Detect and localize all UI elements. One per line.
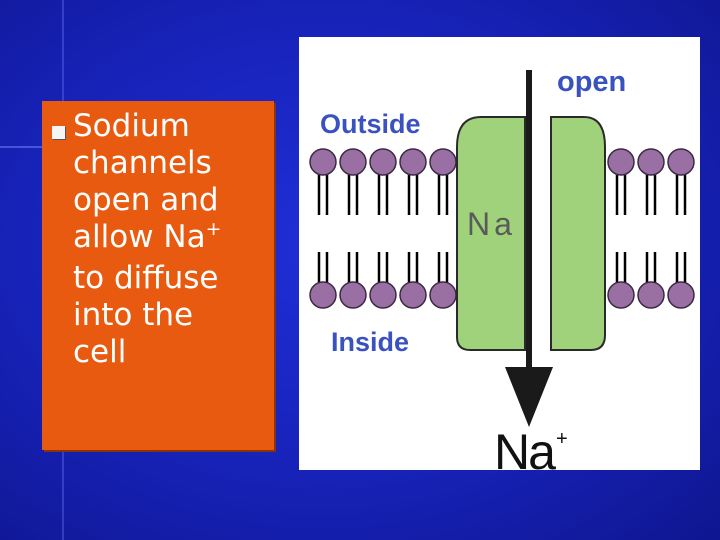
label-inside: Inside [331, 327, 409, 357]
membrane-tails [317, 170, 687, 289]
lipid-head [667, 148, 695, 176]
square-bullet-icon [52, 126, 65, 139]
bullet-line-7: cell [73, 334, 127, 370]
lipid-head [309, 148, 337, 176]
lipid-head [637, 148, 665, 176]
lipid-head [399, 281, 427, 309]
bullet-line-6: into the [73, 297, 194, 333]
lipid-head [309, 281, 337, 309]
lipid-head [607, 281, 635, 309]
label-open: open [557, 66, 626, 98]
lipid-head [429, 148, 457, 176]
bullet-text: Sodium channels open and allow Na+ to di… [73, 108, 273, 371]
lipid-head [339, 148, 367, 176]
lipid-head [429, 281, 457, 309]
lipid-head [667, 281, 695, 309]
lipid-head [369, 148, 397, 176]
sodium-channel-figure: open Outside Inside Na Na + [299, 37, 700, 470]
lipid-head [369, 281, 397, 309]
bullet-line-2: channels [73, 145, 212, 181]
label-ion-charge: + [556, 428, 568, 450]
bullet-line-4-text: allow Na [73, 219, 206, 255]
bullet-line-1: Sodium [73, 108, 190, 144]
bullet-line-5: to diffuse [73, 260, 219, 296]
bullet-line-4: allow Na+ [73, 218, 273, 260]
bullet-line-4-superscript: + [205, 218, 222, 240]
label-channel-na: Na [467, 206, 516, 242]
bullet-text-box [42, 101, 274, 450]
bullet-line-3: open and [73, 182, 219, 218]
lipid-head [339, 281, 367, 309]
lipid-head [607, 148, 635, 176]
membrane-heads [309, 148, 695, 309]
label-ion-na: Na [494, 424, 556, 470]
channel-protein-right [550, 116, 606, 351]
slide-horizontal-rule [0, 146, 64, 148]
channel-protein-left [456, 116, 526, 351]
label-outside: Outside [320, 109, 421, 139]
lipid-head [637, 281, 665, 309]
ion-flow-arrow-head [505, 367, 553, 427]
sodium-channel-diagram: open Outside Inside Na Na + [309, 66, 695, 470]
lipid-head [399, 148, 427, 176]
